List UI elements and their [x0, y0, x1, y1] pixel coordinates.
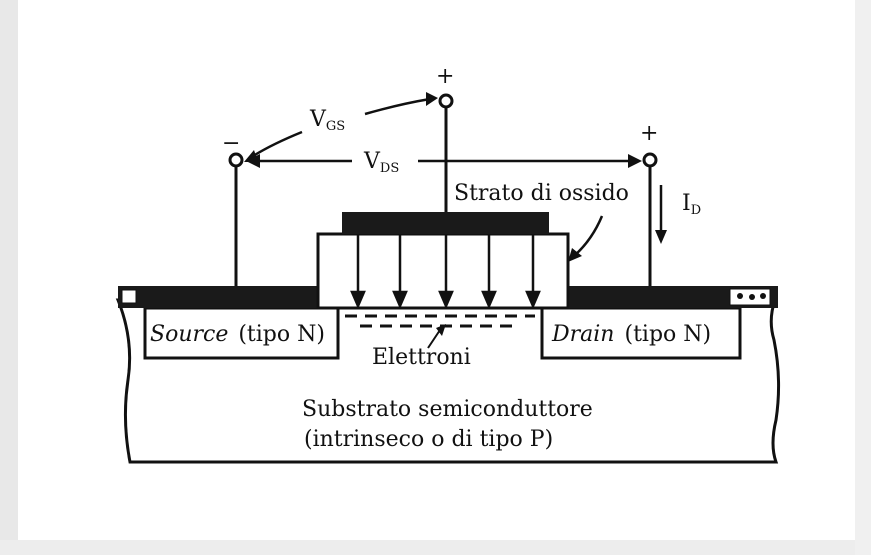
marker-dot	[749, 294, 755, 300]
gate-terminal	[438, 93, 454, 109]
electron-charges	[345, 314, 535, 328]
substrate-label-line1: Substrato semiconduttore	[302, 397, 593, 422]
page-edge-left	[0, 0, 18, 555]
id-subscript: D	[691, 203, 701, 218]
vds-arrowhead-left	[246, 154, 260, 168]
vds-subscript: DS	[380, 161, 399, 176]
marker-dot	[760, 293, 766, 299]
vds-arrowhead-right	[628, 154, 642, 168]
vgs-arrow-right	[364, 97, 431, 116]
id-label: ID	[682, 191, 701, 218]
id-main: I	[682, 191, 691, 216]
drain-label: Drain (tipo N)	[551, 322, 711, 347]
page-edge-bottom	[0, 540, 871, 555]
oxide-pointer-head	[568, 248, 582, 262]
vds-label: VDS	[363, 149, 399, 176]
drain-type: (tipo N)	[624, 322, 711, 347]
gate-metal	[342, 212, 549, 234]
oxide-label: Strato di ossido	[454, 181, 629, 206]
source-region	[143, 306, 340, 360]
drain-name: Drain	[551, 322, 614, 347]
id-arrowhead	[655, 230, 667, 244]
vgs-label: VGS	[309, 107, 345, 134]
vds-main: V	[363, 149, 381, 174]
vgs-main: V	[309, 107, 327, 132]
drain-terminal	[642, 152, 658, 168]
source-label: Source (tipo N)	[150, 322, 325, 347]
source-terminal	[228, 152, 244, 168]
marker-dot	[737, 293, 743, 299]
electrons-label: Elettroni	[372, 345, 471, 370]
left-edge-marker	[121, 289, 137, 304]
substrate-label-line2: (intrinseco o di tipo P)	[304, 427, 553, 452]
field-arrows	[350, 234, 541, 310]
electrons-pointer	[427, 329, 441, 349]
electrons-pointer-head	[436, 324, 446, 336]
source-name: Source	[150, 322, 228, 347]
drain-metal-contact	[568, 286, 778, 308]
gate-plus-sign: +	[436, 64, 454, 89]
source-metal-contact	[118, 286, 320, 308]
vgs-arrowhead-right	[426, 92, 438, 106]
vgs-subscript: GS	[326, 119, 345, 134]
source-type: (tipo N)	[238, 322, 325, 347]
terminal-wires	[234, 107, 652, 286]
page-edge-right	[855, 0, 871, 555]
source-minus-sign: −	[222, 131, 240, 156]
drain-plus-sign: +	[640, 121, 658, 146]
